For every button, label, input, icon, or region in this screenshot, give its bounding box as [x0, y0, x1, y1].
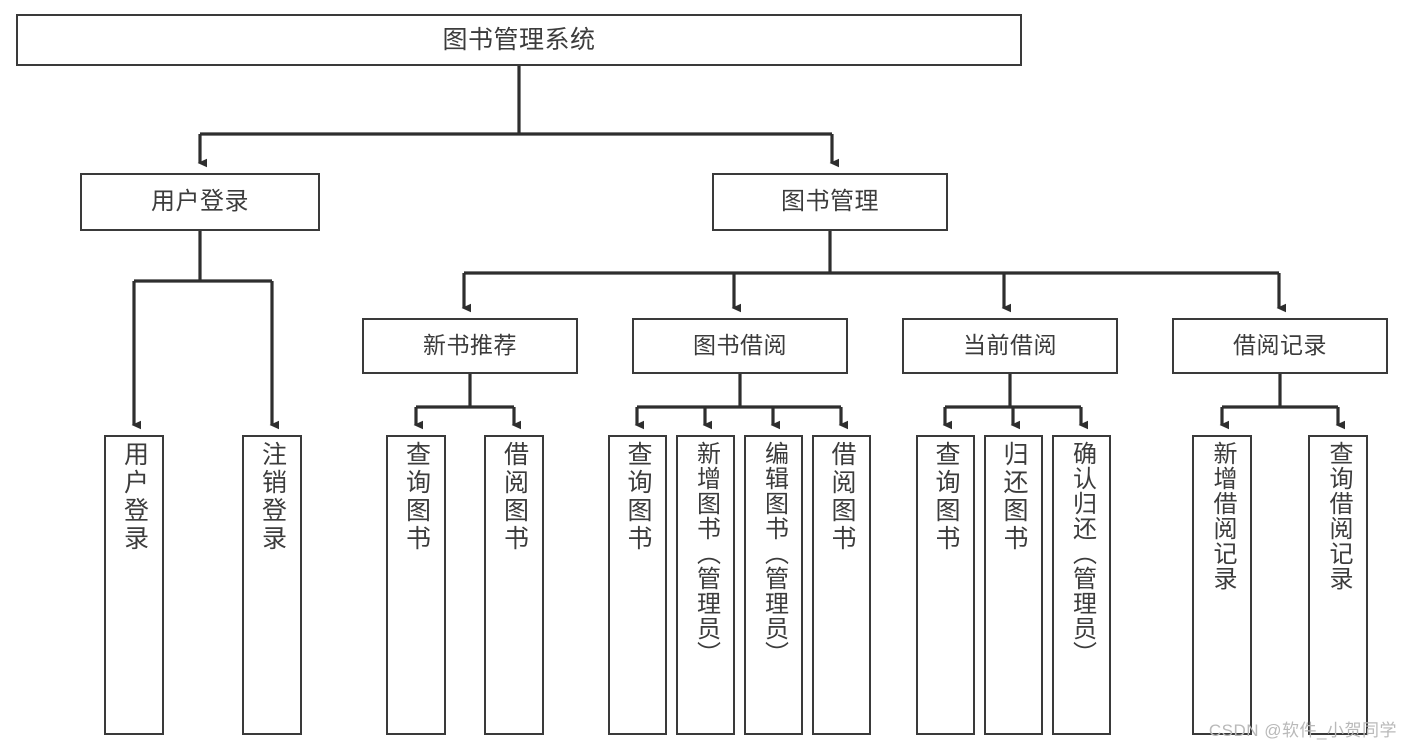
node-book-borrow[interactable]: 图书借阅 — [632, 318, 848, 374]
node-current-borrow-label: 当前借阅 — [963, 332, 1057, 359]
node-leaf-query-book-2[interactable]: 查询图书 — [608, 435, 667, 735]
node-leaf-edit-book-label: 编辑图书（管理员） — [760, 441, 788, 666]
node-leaf-query-book-1[interactable]: 查询图书 — [386, 435, 446, 735]
node-leaf-query-book-2-label: 查询图书 — [624, 441, 652, 553]
node-user-login-label: 用户登录 — [151, 187, 249, 215]
node-leaf-return-book[interactable]: 归还图书 — [984, 435, 1043, 735]
node-leaf-add-record-label: 新增借阅记录 — [1209, 441, 1236, 591]
node-leaf-borrow-book-1-label: 借阅图书 — [500, 441, 529, 553]
node-leaf-confirm-return-label: 确认归还（管理员） — [1068, 441, 1096, 666]
node-leaf-query-record[interactable]: 查询借阅记录 — [1308, 435, 1368, 735]
node-leaf-query-book-3-label: 查询图书 — [932, 441, 960, 553]
node-leaf-query-book-1-label: 查询图书 — [402, 441, 431, 553]
node-leaf-user-logout-label: 注销登录 — [258, 441, 287, 553]
node-leaf-add-book-label: 新增图书（管理员） — [692, 441, 720, 666]
node-current-borrow[interactable]: 当前借阅 — [902, 318, 1118, 374]
node-leaf-add-book[interactable]: 新增图书（管理员） — [676, 435, 735, 735]
node-leaf-return-book-label: 归还图书 — [1000, 441, 1028, 553]
node-book-borrow-label: 图书借阅 — [693, 332, 787, 359]
node-user-login[interactable]: 用户登录 — [80, 173, 320, 231]
node-new-book-recommend[interactable]: 新书推荐 — [362, 318, 578, 374]
node-leaf-borrow-book-2[interactable]: 借阅图书 — [812, 435, 871, 735]
node-leaf-user-logout[interactable]: 注销登录 — [242, 435, 302, 735]
node-leaf-edit-book[interactable]: 编辑图书（管理员） — [744, 435, 803, 735]
node-leaf-borrow-book-2-label: 借阅图书 — [828, 441, 856, 553]
node-root-label: 图书管理系统 — [442, 26, 596, 54]
node-leaf-user-login[interactable]: 用户登录 — [104, 435, 164, 735]
node-root[interactable]: 图书管理系统 — [16, 14, 1022, 66]
node-new-book-recommend-label: 新书推荐 — [423, 332, 517, 359]
node-leaf-confirm-return[interactable]: 确认归还（管理员） — [1052, 435, 1111, 735]
node-leaf-add-record[interactable]: 新增借阅记录 — [1192, 435, 1252, 735]
node-book-manage-label: 图书管理 — [781, 187, 879, 215]
node-leaf-query-record-label: 查询借阅记录 — [1325, 441, 1352, 591]
node-leaf-query-book-3[interactable]: 查询图书 — [916, 435, 975, 735]
node-leaf-borrow-book-1[interactable]: 借阅图书 — [484, 435, 544, 735]
watermark: CSDN @软件_小贺同学 — [1208, 721, 1397, 740]
node-leaf-user-login-label: 用户登录 — [120, 441, 149, 553]
node-borrow-record[interactable]: 借阅记录 — [1172, 318, 1388, 374]
node-borrow-record-label: 借阅记录 — [1233, 332, 1327, 359]
node-book-manage[interactable]: 图书管理 — [712, 173, 948, 231]
